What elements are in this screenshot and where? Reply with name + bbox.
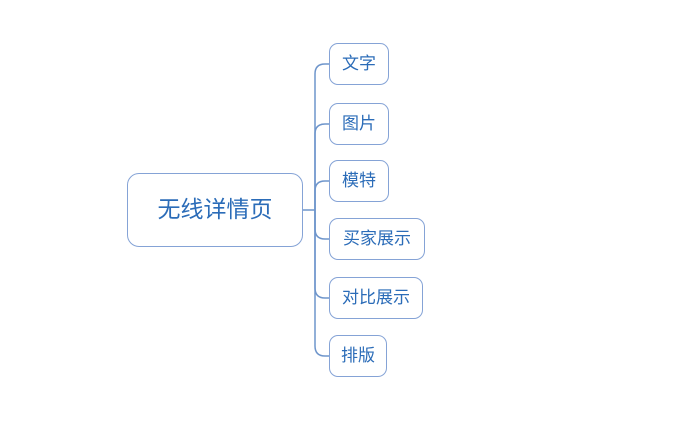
connector-branch-4 xyxy=(314,210,329,240)
node-label: 买家展示 xyxy=(343,228,411,248)
connector-branch-5 xyxy=(314,210,329,299)
root-node[interactable]: 无线详情页 xyxy=(127,173,303,247)
connector-branch-3 xyxy=(314,180,329,210)
child-node-image[interactable]: 图片 xyxy=(329,103,389,145)
connector-branch-1 xyxy=(314,63,329,210)
child-node-model[interactable]: 模特 xyxy=(329,160,389,202)
node-label: 模特 xyxy=(342,170,376,190)
node-label: 对比展示 xyxy=(342,287,410,307)
connector-branch-6 xyxy=(314,210,329,357)
child-node-buyer-show[interactable]: 买家展示 xyxy=(329,218,425,260)
child-node-layout[interactable]: 排版 xyxy=(329,335,387,377)
node-label: 排版 xyxy=(341,345,375,365)
node-label: 图片 xyxy=(342,113,376,133)
connector-branch-2 xyxy=(314,123,329,210)
node-label: 文字 xyxy=(342,53,376,73)
root-node-label: 无线详情页 xyxy=(157,196,273,222)
child-node-text[interactable]: 文字 xyxy=(329,43,389,85)
child-node-comparison-show[interactable]: 对比展示 xyxy=(329,277,423,319)
